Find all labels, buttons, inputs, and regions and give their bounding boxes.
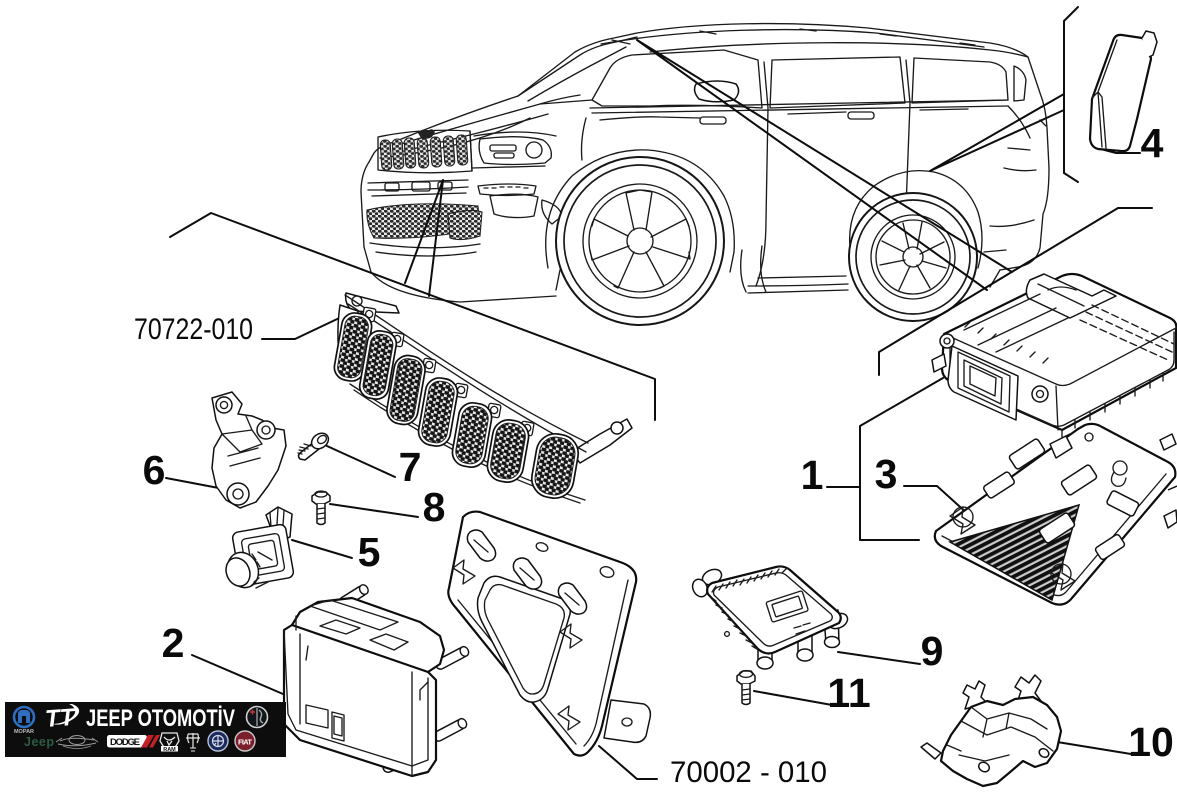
svg-text:11: 11 [827, 670, 870, 716]
svg-text:8: 8 [423, 484, 446, 530]
svg-text:Jeep: Jeep [24, 735, 55, 749]
svg-text:MOPAR: MOPAR [14, 729, 34, 735]
svg-text:JEEP OTOMOTİV: JEEP OTOMOTİV [86, 705, 235, 732]
svg-text:10: 10 [1128, 719, 1174, 765]
svg-text:1: 1 [801, 452, 824, 498]
svg-text:DODGE: DODGE [110, 737, 140, 748]
svg-text:7: 7 [399, 444, 422, 490]
svg-text:4: 4 [1141, 120, 1164, 166]
svg-text:5: 5 [358, 529, 381, 575]
svg-text:70002 - 010: 70002 - 010 [670, 756, 827, 789]
svg-text:6: 6 [143, 447, 166, 493]
svg-text:9: 9 [921, 628, 944, 674]
svg-text:RAM: RAM [163, 747, 176, 753]
svg-text:2: 2 [162, 620, 185, 666]
svg-text:3: 3 [875, 451, 898, 497]
svg-text:FIAT: FIAT [238, 738, 252, 747]
svg-text:70722-010: 70722-010 [134, 313, 253, 346]
